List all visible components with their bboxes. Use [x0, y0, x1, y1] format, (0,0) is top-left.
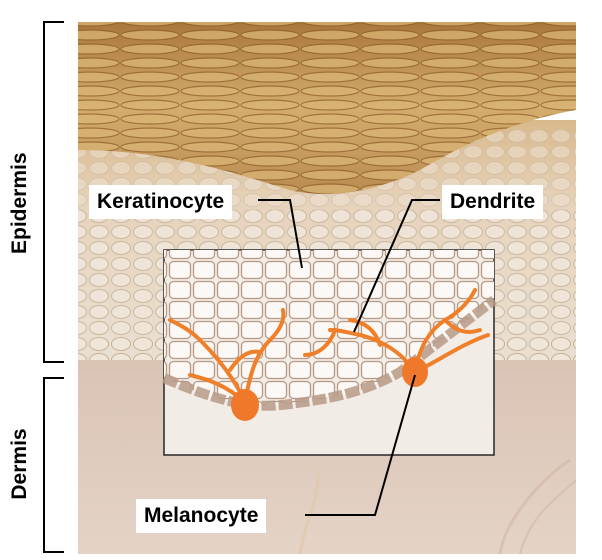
epidermis-bracket: [43, 21, 64, 363]
inset-panel: [162, 249, 498, 456]
dendrite-leader: [353, 199, 440, 333]
dendrite-label: Dendrite: [442, 185, 544, 219]
keratinocyte-leader: [258, 199, 303, 269]
side-brackets: [43, 21, 64, 553]
melanocyte-cell-left: [231, 389, 259, 421]
melanocyte-leader: [305, 374, 416, 516]
melanocyte-cell-right: [402, 357, 428, 387]
dermis-side-label: Dermis: [8, 428, 31, 500]
melanocyte-label: Melanocyte: [136, 499, 267, 533]
epidermis-side-label: Epidermis: [8, 152, 31, 254]
leader-lines: [258, 199, 440, 516]
keratinocyte-label: Keratinocyte: [89, 185, 233, 219]
dermis-bracket: [43, 377, 64, 553]
